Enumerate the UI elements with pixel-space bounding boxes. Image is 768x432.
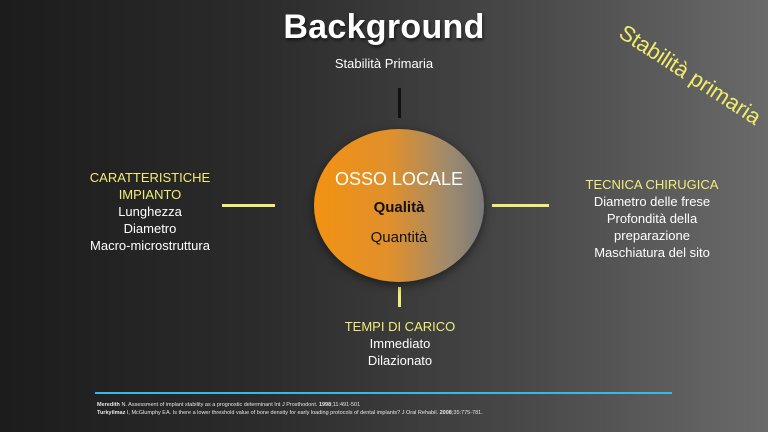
page-title: Background <box>283 8 485 46</box>
right-item: Diametro delle frese <box>593 194 711 209</box>
right-item: preparazione <box>614 228 690 243</box>
right-item: Maschiatura del sito <box>594 245 710 260</box>
reference-tail: ;35:775-781. <box>451 410 483 416</box>
center-quantity: Quantità <box>370 229 428 246</box>
reference-text: I, McGlumphy EA. Is there a lower thresh… <box>125 410 440 416</box>
left-heading-line1: CARATTERISTICHE <box>89 170 211 185</box>
bottom-item: Immediato <box>369 336 431 351</box>
left-node: CARATTERISTICHE IMPIANTO Lunghezza Diame… <box>74 169 226 254</box>
center-circle <box>314 129 484 282</box>
reference-text: N. Assessment of implant stability as a … <box>119 402 319 408</box>
reference-author: Meredith <box>97 402 120 408</box>
left-item: Lunghezza <box>118 204 182 219</box>
reference-author: Turkyilmaz <box>97 410 126 416</box>
right-item: Profondità della <box>606 211 698 226</box>
left-item: Macro-microstruttura <box>90 238 210 253</box>
connector-right <box>492 204 549 207</box>
right-node: TECNICA CHIRUGICA Diametro delle frese P… <box>562 176 742 261</box>
left-item: Diametro <box>123 221 177 236</box>
left-heading-line2: IMPIANTO <box>118 187 182 202</box>
center-title: OSSO LOCALE <box>334 169 464 189</box>
center-quality: Qualità <box>373 199 425 216</box>
subtitle-top-node: Stabilità Primaria <box>334 56 434 71</box>
reference-year: 1998 <box>318 402 332 408</box>
connector-top <box>398 88 401 118</box>
reference-item: Meredith N. Assessment of implant stabil… <box>97 401 697 409</box>
bottom-heading: TEMPI DI CARICO <box>344 319 456 334</box>
connector-bottom <box>398 287 401 307</box>
divider-line <box>95 392 672 394</box>
references: Meredith N. Assessment of implant stabil… <box>97 401 697 417</box>
bottom-item: Dilazionato <box>367 353 433 368</box>
connector-left <box>222 204 275 207</box>
reference-tail: ;11:491-501 <box>331 402 361 408</box>
bottom-node: TEMPI DI CARICO Immediato Dilazionato <box>320 318 480 369</box>
reference-year: 2008 <box>439 410 452 416</box>
right-heading: TECNICA CHIRUGICA <box>585 177 719 192</box>
reference-item: Turkyilmaz I, McGlumphy EA. Is there a l… <box>97 409 697 417</box>
